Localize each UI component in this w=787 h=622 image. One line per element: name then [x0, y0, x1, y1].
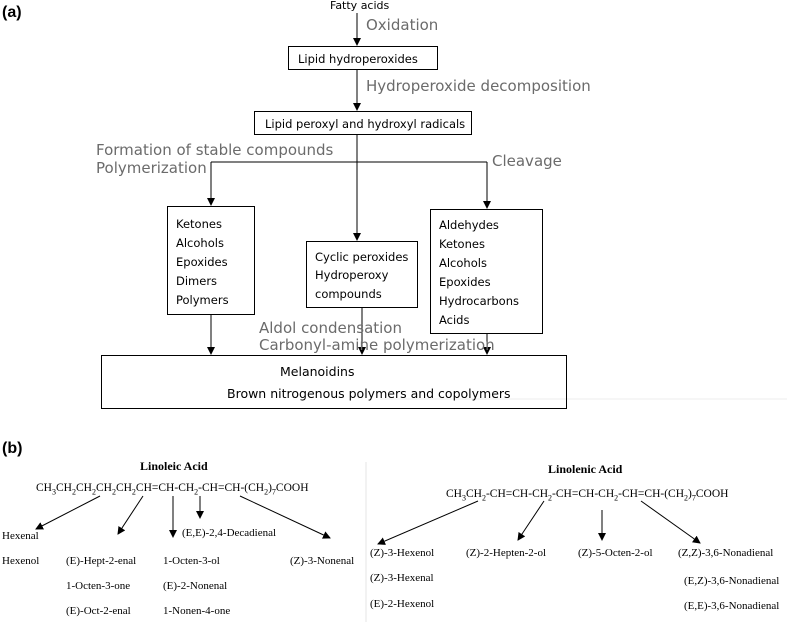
box-cleavage-products: Aldehydes Ketones Alcohols Epoxides Hydr…	[430, 209, 543, 334]
cleavage-item: Aldehydes	[439, 218, 499, 232]
panel-a-label: (a)	[2, 4, 22, 21]
arrow-linolenic-nonadienal	[640, 500, 701, 544]
cleavage-item: Hydrocarbons	[439, 294, 519, 308]
cyclic-item: Cyclic peroxides	[315, 250, 409, 264]
start-node-fatty-acids: Fatty acids	[330, 0, 390, 12]
linolenic-product: (Z)-5-Octen-2-ol	[578, 547, 653, 559]
box-melanoidins-lower: Brown nitrogenous polymers and copolymer…	[101, 382, 567, 409]
linolenic-formula: CH3CH2-CH=CH-CH2-CH=CH-CH2-CH=CH-(CH2)7C…	[446, 488, 729, 503]
panel-b-label: (b)	[2, 440, 23, 457]
linoleic-product: (E)-2-Nonenal	[163, 580, 228, 592]
linoleic-product: 1-Octen-3-one	[66, 580, 131, 592]
linolenic-product: (E,E)-3,6-Nonadienal	[684, 600, 780, 612]
box-melanoidins-spacer	[101, 382, 567, 383]
stable-item: Alcohols	[176, 236, 224, 250]
arrow-linolenic-heptenol	[517, 500, 545, 541]
node-radicals: Lipid peroxyl and hydroxyl radicals	[254, 111, 472, 135]
linoleic-formula: CH3CH2CH2CH2CH2CH=CH-CH2-CH=CH-(CH2)7COO…	[36, 482, 309, 497]
linolenic-product: (Z)-3-Hexenol	[370, 547, 435, 559]
cleavage-item: Alcohols	[439, 256, 487, 270]
branch-left-label-1: Formation of stable compounds	[96, 141, 334, 159]
melanoidins-subtitle: Brown nitrogenous polymers and copolymer…	[227, 386, 511, 401]
cleavage-item: Epoxides	[439, 275, 491, 289]
cyclic-item: compounds	[315, 287, 382, 301]
step-oxidation: Oxidation	[366, 16, 439, 34]
melanoidins-title: Melanoidins	[280, 364, 355, 379]
arrow-linoleic-hexenal	[35, 495, 101, 530]
stable-item: Dimers	[176, 274, 218, 288]
linolenic-product: (Z)-2-Hepten-2-ol	[466, 547, 547, 559]
stable-item: Ketones	[176, 217, 222, 231]
node-radicals-label: Lipid peroxyl and hydroxyl radicals	[265, 117, 466, 131]
cleavage-item: Ketones	[439, 237, 485, 251]
step-carbonyl-amine: Carbonyl-amine polymerization	[259, 336, 495, 354]
box-stable-compounds: Ketones Alcohols Epoxides Dimers Polymer…	[167, 206, 255, 315]
arrow-linolenic-hexenol	[377, 500, 479, 545]
linoleic-product: Hexenol	[2, 555, 40, 567]
linoleic-product: Hexenal	[2, 530, 39, 542]
branch-left-label-2: Polymerization	[96, 159, 207, 177]
linoleic-product: (E)-Oct-2-enal	[66, 605, 131, 617]
linolenic-product: (E,Z)-3,6-Nonadienal	[684, 575, 780, 587]
linolenic-product: (Z,Z)-3,6-Nonadienal	[678, 547, 774, 559]
linolenic-product: (E)-2-Hexenol	[370, 598, 435, 610]
linoleic-product: 1-Nonen-4-one	[163, 605, 231, 617]
linoleic-product: (Z)-3-Nonenal	[290, 555, 355, 567]
linoleic-product: (E)-Hept-2-enal	[66, 555, 137, 567]
cleavage-item: Acids	[439, 313, 470, 327]
node-lipid-hydroperoxides: Lipid hydroperoxides	[288, 46, 438, 70]
linoleic-product: 1-Octen-3-ol	[163, 555, 220, 567]
step-hydroperoxide-decomposition: Hydroperoxide decomposition	[366, 77, 591, 95]
arrow-linoleic-nonenal	[239, 495, 331, 539]
linolenic-product: (Z)-3-Hexenal	[370, 572, 434, 584]
linoleic-title: Linoleic Acid	[140, 459, 208, 473]
linoleic-product: (E,E)-2,4-Decadienal	[182, 527, 277, 539]
stable-item: Polymers	[176, 293, 229, 307]
arrow-linoleic-heptenal	[117, 495, 144, 535]
box-melanoidins-frame	[101, 355, 567, 383]
branch-right-label: Cleavage	[492, 152, 562, 170]
cyclic-item: Hydroperoxy	[315, 268, 389, 282]
node-lipid-hydroperoxides-label: Lipid hydroperoxides	[298, 52, 418, 66]
step-aldol-condensation: Aldol condensation	[259, 319, 402, 337]
linolenic-title: Linolenic Acid	[548, 462, 623, 476]
stable-item: Epoxides	[176, 255, 228, 269]
box-cyclic-peroxides: Cyclic peroxides Hydroperoxy compounds	[306, 241, 418, 308]
